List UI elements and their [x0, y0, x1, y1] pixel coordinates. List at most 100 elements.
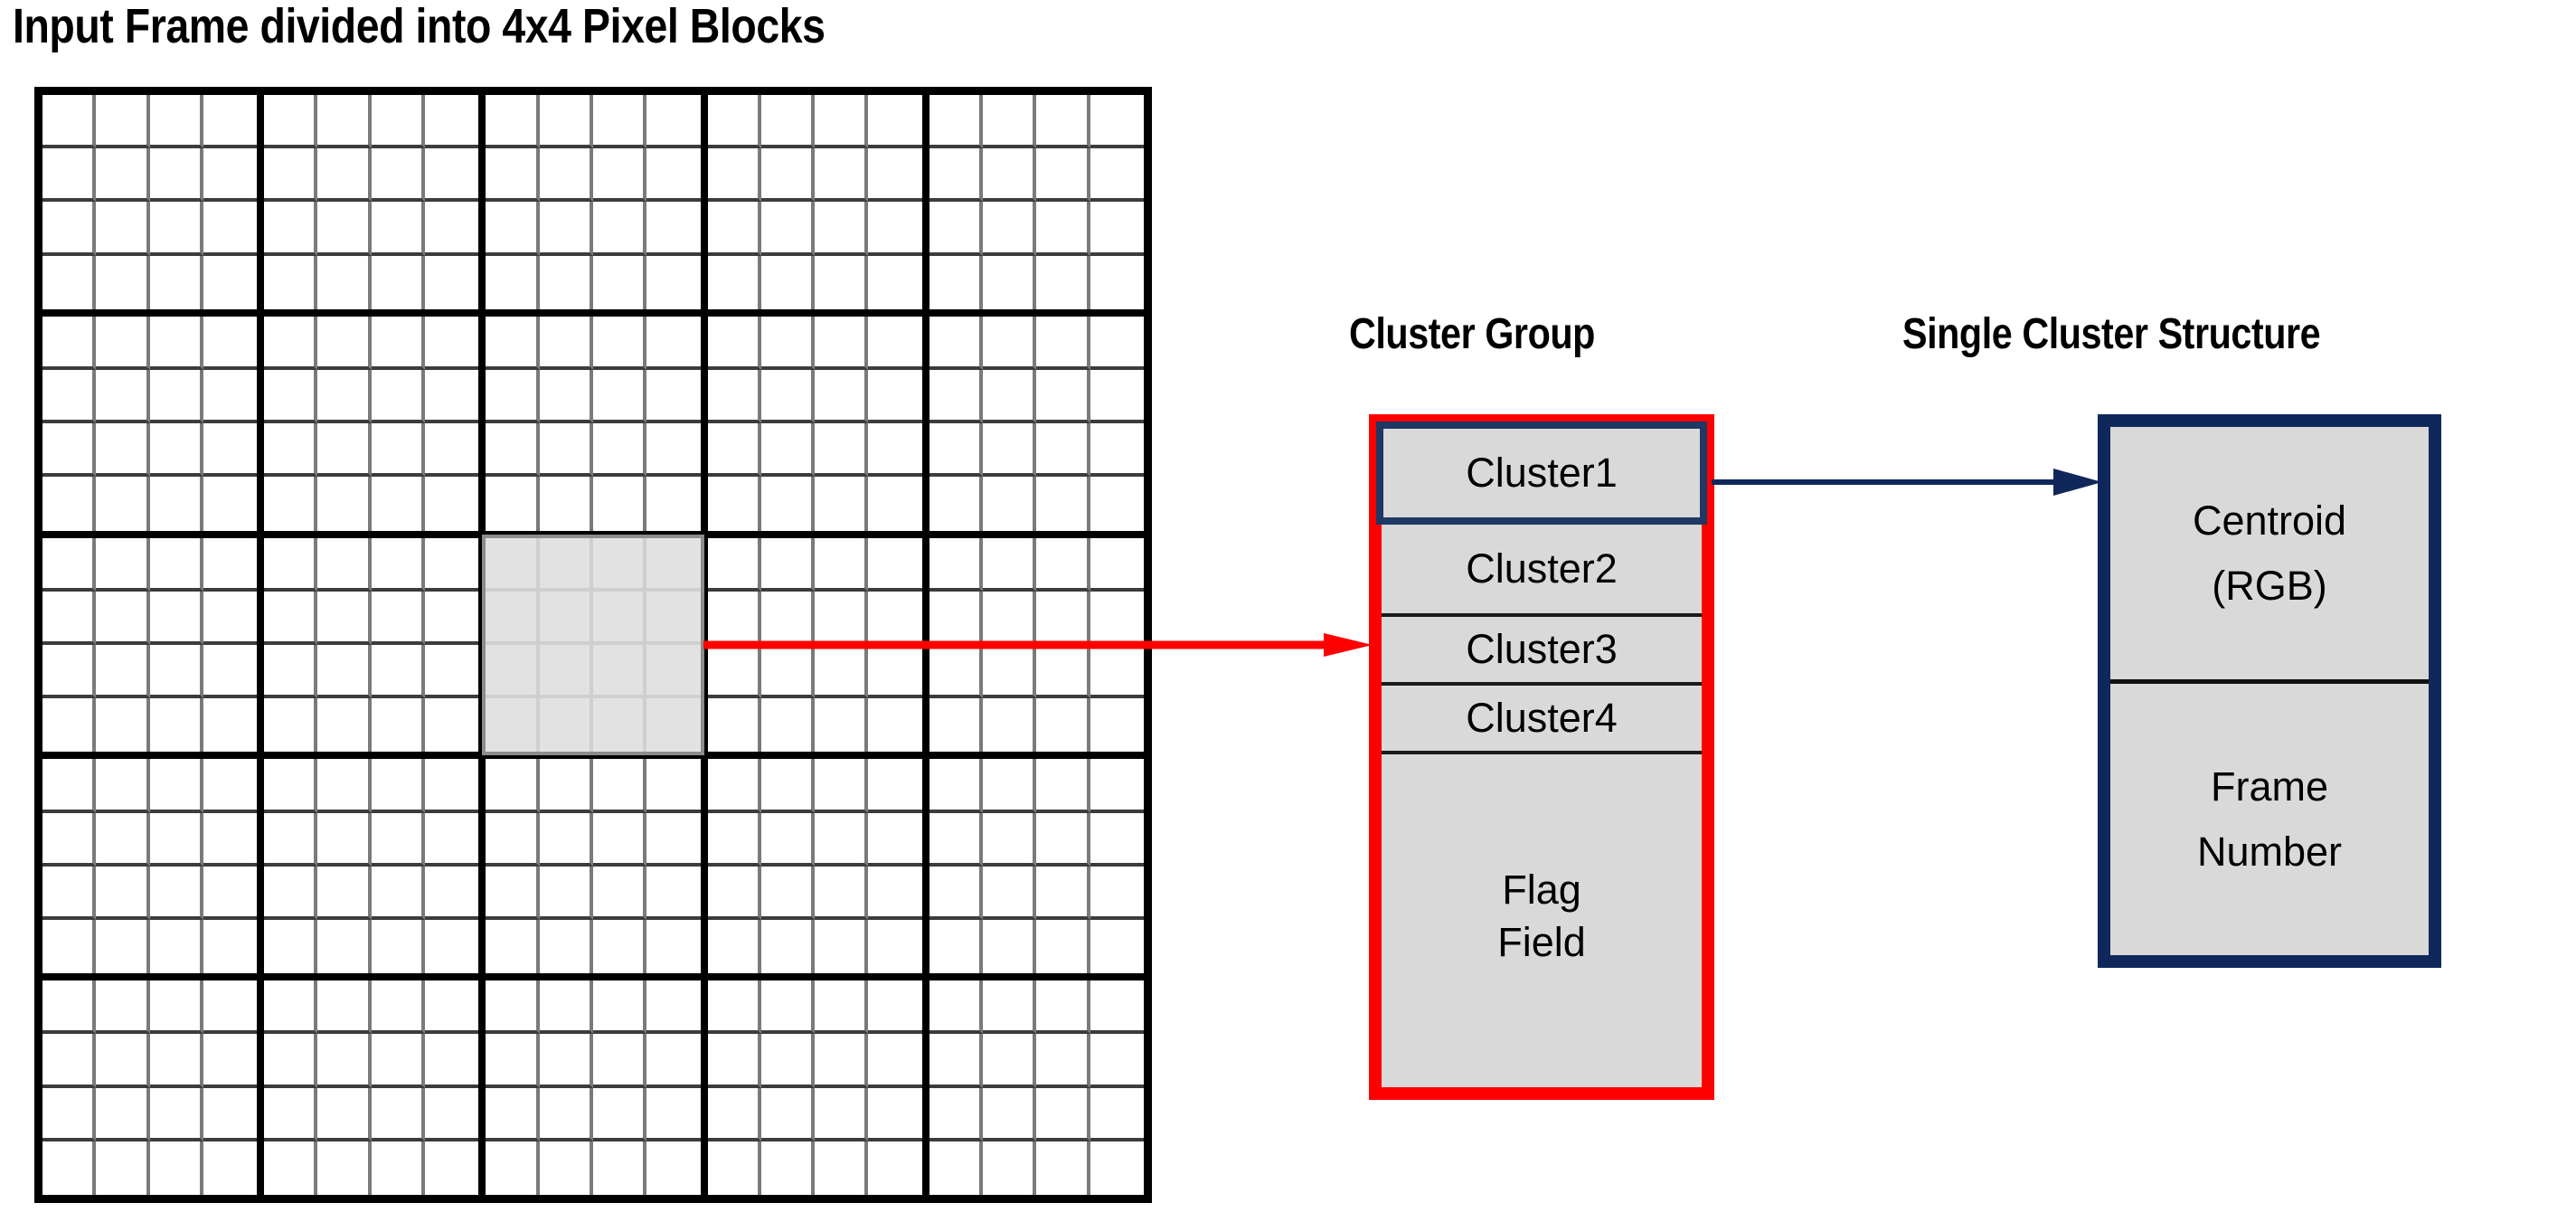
pixel-cell [425, 645, 479, 699]
pixel-cell [761, 255, 816, 309]
pixel-cell [317, 1141, 372, 1195]
pixel-cell [815, 316, 869, 370]
pixel-cell [486, 95, 540, 149]
pixel-cell [96, 316, 150, 370]
pixel-block [260, 977, 483, 1198]
pixel-cell [42, 95, 97, 149]
pixel-cell [486, 1087, 540, 1141]
pixel-cell [1036, 148, 1090, 203]
pixel-cell [317, 95, 372, 149]
single-cluster-structure-box: Centroid (RGB) Frame Number [2098, 414, 2441, 968]
centroid-row[interactable]: Centroid (RGB) [2110, 427, 2429, 684]
pixel-cell [592, 644, 647, 699]
pixel-cell [646, 698, 700, 752]
pixel-cell [983, 477, 1037, 531]
pixel-cell [42, 537, 97, 592]
pixel-cell [96, 866, 150, 920]
pixel-cell [983, 919, 1037, 974]
pixel-cell [868, 1141, 921, 1195]
pixel-cell [707, 1034, 761, 1088]
pixel-cell [593, 255, 647, 309]
pixel-cell [371, 644, 426, 699]
pixel-cell [760, 812, 816, 867]
cluster-row-4[interactable]: Cluster4 [1382, 686, 1702, 754]
pixel-block [39, 534, 261, 756]
cluster-row-2[interactable]: Cluster2 [1382, 525, 1702, 617]
pixel-cell [96, 980, 150, 1035]
pixel-cell [1090, 477, 1144, 530]
pixel-cell [42, 316, 97, 370]
pixel-cell [983, 812, 1037, 867]
pixel-cell [983, 95, 1037, 149]
pixel-cell [203, 980, 258, 1035]
pixel-cell [646, 1088, 701, 1141]
pixel-cell [983, 537, 1037, 592]
pixel-cell [486, 255, 540, 309]
pixel-cell [815, 95, 869, 149]
pixel-cell [760, 369, 816, 424]
pixel-cell [929, 919, 984, 974]
pixel-cell [150, 698, 203, 753]
pixel-cell [707, 316, 761, 370]
pixel-cell [486, 423, 540, 478]
pixel-cell [150, 1141, 203, 1195]
pixel-cell [761, 1141, 816, 1195]
frame-number-label-line2: Number [2196, 829, 2343, 875]
pixel-cell [593, 698, 647, 753]
cluster-row-1[interactable]: Cluster1 [1376, 422, 1707, 525]
pixel-cell [371, 423, 426, 478]
pixel-cell [707, 591, 761, 645]
pixel-cell [592, 423, 647, 478]
pixel-cell [203, 1141, 257, 1195]
pixel-cell [983, 148, 1037, 203]
pixel-cell [646, 920, 700, 973]
pixel-cell [425, 370, 479, 424]
pixel-cell [149, 537, 203, 592]
pixel-cell [868, 202, 922, 256]
pixel-cell [264, 202, 318, 256]
pixel-cell [486, 919, 540, 974]
pixel-block [703, 312, 926, 535]
pixel-cell [983, 255, 1037, 309]
pixel-cell [1036, 1034, 1090, 1088]
cluster-row-2-label: Cluster2 [1466, 545, 1618, 592]
pixel-cell [264, 423, 318, 478]
frame-number-row[interactable]: Frame Number [2110, 684, 2429, 955]
pixel-cell [646, 202, 701, 256]
pixel-cell [646, 256, 700, 309]
pixel-cell [149, 423, 203, 478]
pixel-cell [708, 919, 761, 974]
pixel-cell [760, 202, 816, 256]
navy-arrow-connector [1712, 469, 2102, 496]
pixel-cell [1036, 644, 1090, 699]
pixel-cell [317, 644, 372, 699]
pixel-block [260, 755, 483, 978]
pixel-cell [815, 591, 869, 645]
pixel-cell [96, 202, 150, 256]
pixel-cell [96, 919, 150, 974]
pixel-cell [96, 759, 150, 813]
pixel-cell [1090, 148, 1144, 203]
pixel-cell [425, 592, 479, 645]
pixel-cell [149, 95, 203, 149]
cluster-row-3[interactable]: Cluster3 [1382, 617, 1702, 686]
pixel-cell [929, 537, 984, 592]
pixel-cell [42, 1087, 97, 1141]
pixel-cell [96, 255, 150, 309]
pixel-cell [425, 698, 478, 752]
pixel-cell [815, 255, 869, 309]
pixel-cell [425, 1088, 479, 1141]
cluster-group-box: Cluster1 Cluster2 Cluster3 Cluster4 Flag… [1369, 414, 1714, 1100]
pixel-cell [539, 369, 593, 424]
pixel-cell [203, 256, 257, 309]
pixel-block [482, 91, 704, 313]
pixel-cell [539, 537, 593, 592]
pixel-cell [371, 1087, 426, 1141]
flag-field-row[interactable]: Flag Field [1382, 754, 1702, 1087]
pixel-cell [929, 759, 984, 813]
pixel-cell [929, 866, 984, 920]
pixel-cell [264, 980, 318, 1035]
pixel-cell [539, 980, 593, 1035]
pixel-cell [42, 866, 97, 920]
pixel-cell [486, 759, 540, 813]
